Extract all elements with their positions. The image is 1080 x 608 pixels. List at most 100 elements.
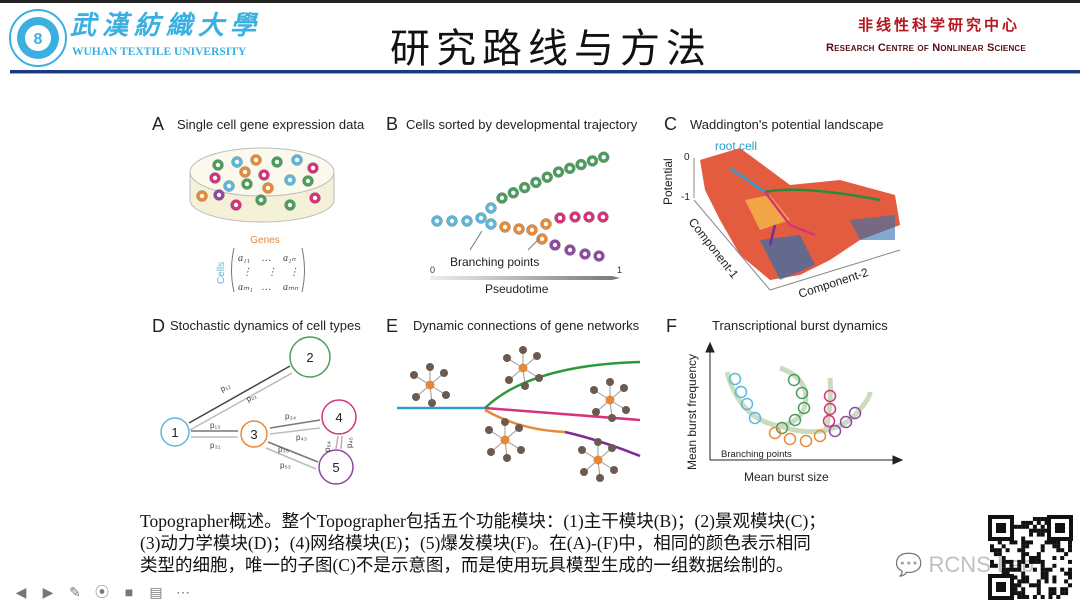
expression-matrix: Genes Cells a₁₁ … a₁ₙ ⋮ ⋮ ⋮ aₘ₁ … aₘₙ [216,235,305,293]
qr-module [1005,559,1010,564]
previous-icon[interactable]: ◀ [15,584,27,600]
qr-code [988,515,1073,600]
node-1: 1 [171,425,178,440]
slide-caption: Topographer概述。整个Topographer包括五个功能模块：(1)主… [140,510,940,576]
network-node [442,391,450,399]
qr-module [1013,540,1018,545]
matrix-am1: aₘ₁ [238,282,253,293]
qr-module [1044,567,1049,572]
qr-module [1017,548,1022,553]
cell-nucleus [557,215,563,221]
network-node [592,408,600,416]
burst-cell [783,432,797,446]
cells-label: Cells [216,262,227,284]
network-hub [425,380,435,390]
qr-module [1064,571,1069,576]
cell-nucleus [265,185,271,191]
cell-nucleus [529,227,535,233]
cell-nucleus [590,158,595,164]
qr-module [1056,544,1061,549]
cell-nucleus [478,215,484,221]
network-node [610,466,618,474]
qr-module [1017,591,1022,596]
pen-icon[interactable]: ✎ [69,584,81,600]
qr-module [1040,517,1045,521]
qr-module [1005,571,1010,576]
cell-nucleus [226,183,232,189]
burst-cell [828,424,842,438]
network-node [533,352,541,360]
burst-cell [799,434,813,448]
network-node [410,371,418,379]
burst-cell [734,385,748,399]
subtitles-icon[interactable]: ▤ [149,584,163,600]
cell-nucleus [287,202,293,208]
node-5: 5 [332,460,339,475]
burst-cell [748,411,762,425]
burst-cell [797,401,811,415]
potential-tick-0: 0 [684,152,690,163]
qr-module [1068,544,1072,549]
qr-module [1040,563,1045,568]
qr-module [1021,595,1026,599]
camera-icon[interactable]: ■ [124,584,134,600]
axis-start: 0 [430,265,435,275]
qr-module [1009,567,1014,572]
qr-module [1040,575,1045,580]
qr-module [1064,579,1069,584]
caption-line-3: 类型的细胞，唯一的子图(C)不是示意图，而是使用玩具模型生成的一组数据绘制的。 [140,555,794,575]
cell-nucleus [516,226,522,232]
cell-nucleus [522,185,527,190]
more-icon[interactable]: ⋯ [176,584,190,600]
cell-nucleus [253,157,259,163]
qr-module [1044,517,1049,521]
qr-module [1044,575,1049,580]
branch-arrow [469,230,483,251]
network-node [440,369,448,377]
p31-label: p₃₁ [210,441,221,450]
network-node [578,446,586,454]
matrix-vdots: ⋮ [289,267,299,278]
svg-text:8: 8 [34,31,43,48]
p13-label: p₁₃ [210,421,220,430]
cell-nucleus [488,221,494,227]
qr-module [1021,540,1026,545]
qr-module [1017,595,1022,599]
qr-module [1017,524,1022,529]
qr-module [1036,556,1041,560]
cell-nucleus [294,157,300,163]
cell-nucleus [539,236,545,242]
qr-module [1029,583,1033,588]
qr-module [997,540,1002,545]
petri-dish [189,147,335,223]
cell-nucleus [261,172,267,178]
qr-module [1021,587,1026,592]
qr-module [1025,595,1030,599]
state-transition-graph [160,336,357,485]
burst-branching-label: Branching points [721,449,792,460]
network-node [608,444,616,452]
matrix-vdots: ⋮ [242,267,252,278]
burst-cell [822,414,836,428]
p35-label: p₃₅ [278,445,289,454]
cell-nucleus [199,193,205,199]
qr-module [1001,567,1006,572]
qr-finder-center [996,582,1006,592]
cell-nucleus [488,205,494,211]
qr-module [1009,563,1014,568]
panel-b-letter: B [386,114,398,134]
next-icon[interactable]: ▶ [42,584,54,600]
burst-cell [848,406,862,420]
qr-module [1025,575,1030,580]
p53-label: p₅₃ [280,461,291,470]
qr-module [1048,567,1053,572]
qr-module [1025,544,1030,549]
centre-name-en: Research Centre of Nonlinear Science [826,42,1026,54]
qr-module [1044,520,1049,525]
burst-cell [823,389,837,403]
centre-name-cn: 非线性科学研究中心 [858,17,1021,34]
focus-icon[interactable]: ⦿ [95,584,109,600]
network-node [412,393,420,401]
matrix-dots: … [262,253,271,264]
qr-module [1056,540,1061,545]
